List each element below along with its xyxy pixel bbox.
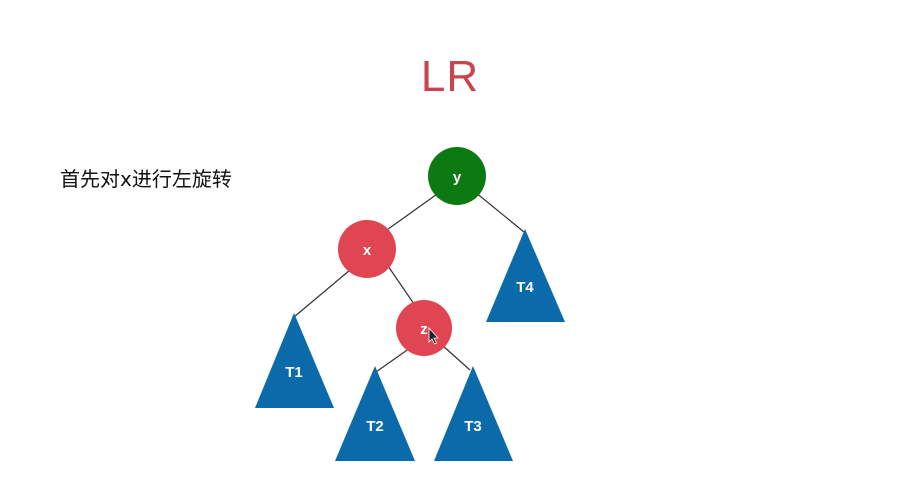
- subtree-label: T3: [464, 418, 482, 435]
- edge-z-t3: [441, 344, 471, 371]
- slide-title: LR: [420, 52, 480, 101]
- node-label: y: [453, 169, 462, 186]
- triangle-shape: [335, 366, 415, 461]
- subtree-t1: T1: [255, 313, 334, 408]
- node-x: x: [338, 220, 396, 278]
- node-circle: [396, 300, 452, 356]
- subtree-label: T2: [366, 418, 384, 435]
- node-label: z: [420, 321, 428, 338]
- triangle-shape: [255, 313, 334, 408]
- triangle-shape: [486, 229, 565, 322]
- subtree-t2: T2: [335, 366, 415, 461]
- subtree-label: T4: [516, 279, 534, 296]
- node-label: x: [363, 242, 372, 259]
- triangle-shape: [434, 366, 513, 461]
- edge-y-x: [383, 191, 441, 233]
- edge-x-z: [387, 265, 415, 305]
- subtree-t3: T3: [434, 366, 513, 461]
- node-circle: [338, 220, 396, 278]
- edge-y-t4: [474, 191, 525, 233]
- node-circle: [428, 147, 486, 205]
- tree-edges: [293, 191, 525, 373]
- mouse-pointer-icon: [428, 326, 439, 345]
- subtree-label: T1: [285, 364, 303, 381]
- edge-x-t1: [293, 269, 351, 318]
- edge-z-t2: [375, 347, 411, 373]
- subtree-t4: T4: [486, 229, 565, 322]
- node-z: z: [396, 300, 452, 356]
- slide-caption: 首先对x进行左旋转: [60, 167, 232, 191]
- node-y: y: [428, 147, 486, 205]
